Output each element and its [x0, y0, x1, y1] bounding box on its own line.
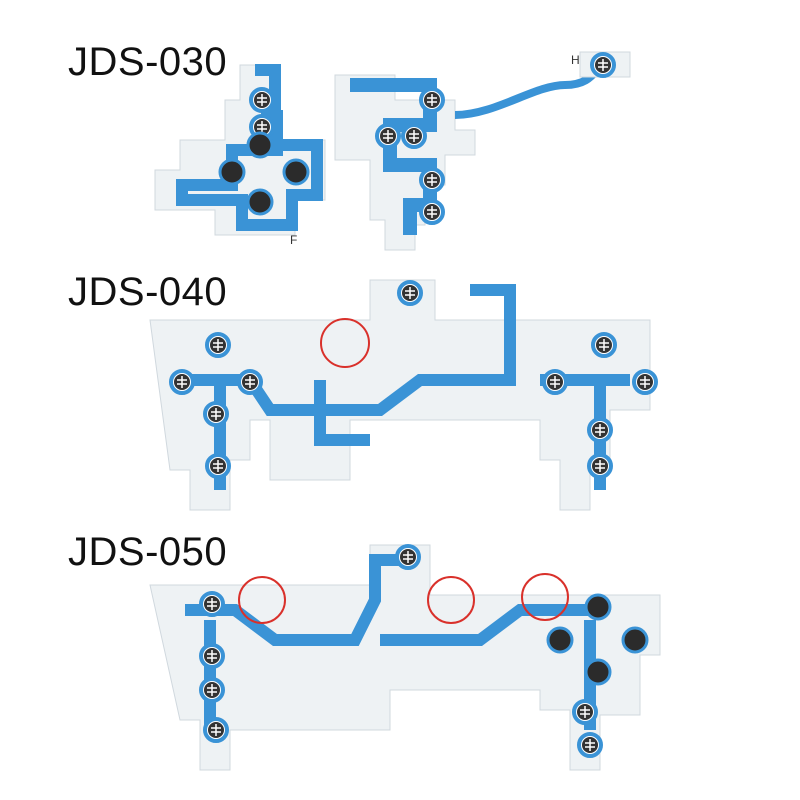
highlight-circle	[238, 576, 286, 624]
highlight-circle	[427, 576, 475, 624]
jds-040-ribbon	[149, 279, 658, 511]
highlight-circle	[521, 573, 569, 621]
model-label-jds-030: JDS-030	[68, 40, 228, 84]
jds-030-left-ribbon: F	[154, 64, 326, 247]
marking-f: F	[290, 233, 297, 247]
highlight-circle	[320, 318, 370, 368]
marking-h: H	[571, 53, 580, 67]
jds-050-ribbon	[149, 544, 661, 771]
model-label-jds-040: JDS-040	[68, 270, 228, 314]
model-label-jds-050: JDS-050	[68, 530, 228, 574]
jds-030-right-ribbon: H	[334, 51, 631, 251]
